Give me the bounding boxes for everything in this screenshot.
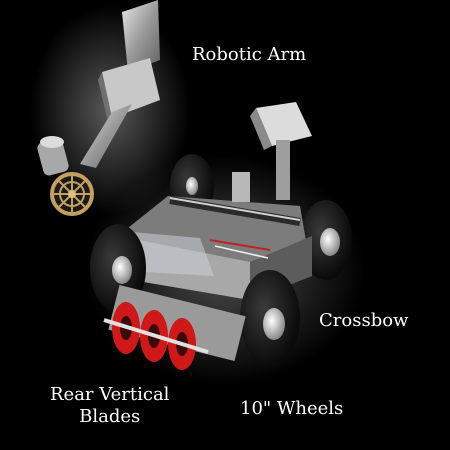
wheel-back-right (300, 200, 352, 280)
rear-blades-label: Rear Vertical Blades (50, 384, 169, 428)
crossbow-mount (250, 102, 312, 200)
rear-blades-label-line2: Blades (79, 406, 141, 427)
wheel-front-right (240, 270, 300, 366)
crossbow-label: Crossbow (319, 310, 409, 331)
rear-blades-label-line1: Rear Vertical (50, 384, 170, 405)
robotic-arm (30, 0, 190, 216)
rear-vertical-blades (103, 284, 246, 370)
wheels-label: 10" Wheels (240, 398, 344, 419)
robotic-arm-label: Robotic Arm (192, 44, 307, 65)
